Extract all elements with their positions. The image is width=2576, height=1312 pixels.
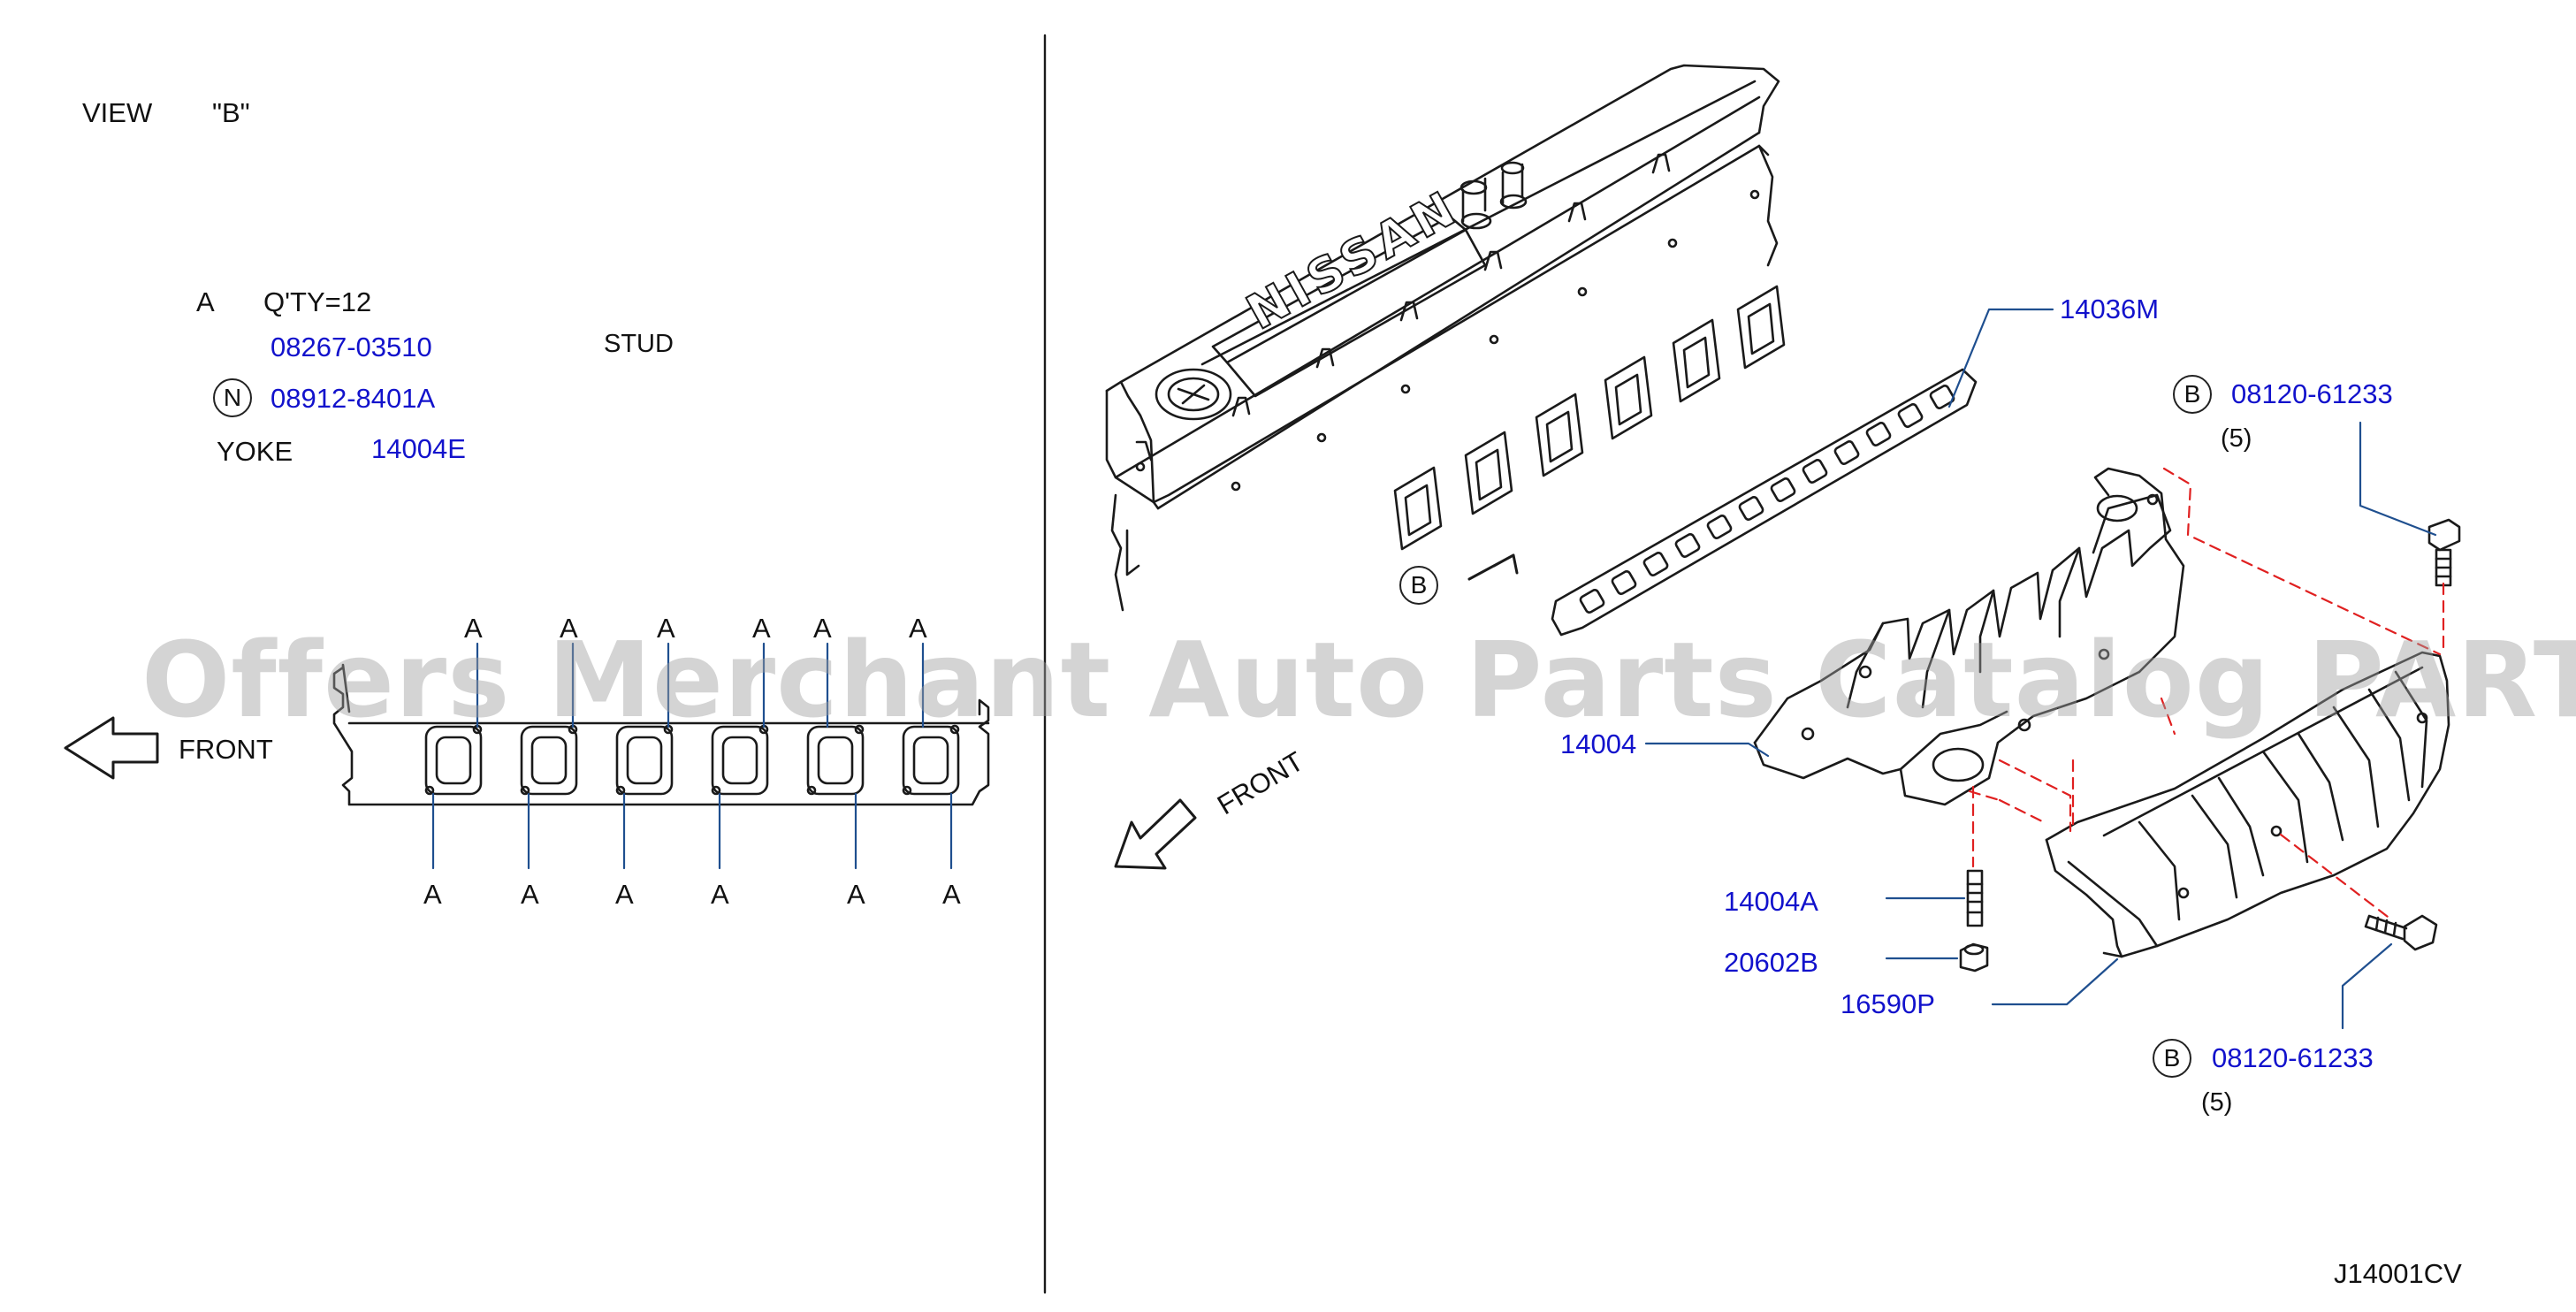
legend-stud-word: STUD xyxy=(604,330,674,358)
bolt-top-qty: (5) xyxy=(2221,424,2252,453)
heat-shield xyxy=(2045,651,2450,958)
callout-gasket[interactable]: 14036M xyxy=(2060,294,2160,324)
head-port xyxy=(1736,285,1786,370)
b-symbol-bolt-bottom: B xyxy=(2153,1039,2191,1078)
callout-nut[interactable]: 20602B xyxy=(1724,947,1818,978)
legend-letter: A xyxy=(196,286,215,317)
front-arrow-left xyxy=(64,716,159,780)
callout-leaders xyxy=(1644,308,2437,1030)
head-port xyxy=(1672,318,1721,403)
view-b-port-gasket xyxy=(424,724,483,796)
diagram-code: J14001CV xyxy=(2334,1258,2462,1289)
head-exhaust-ports xyxy=(1393,285,1786,551)
head-port xyxy=(1535,393,1584,477)
exhaust-manifold xyxy=(1753,467,2185,806)
legend-stud-part[interactable]: 08267-03510 xyxy=(271,332,432,362)
a-label-top: A xyxy=(657,613,675,644)
legend-qty: Q'TY=12 xyxy=(263,286,372,317)
a-label-top: A xyxy=(909,613,927,644)
view-label: VIEW xyxy=(82,97,153,128)
a-label-top: A xyxy=(464,613,483,644)
legend-yoke-part[interactable]: 14004E xyxy=(371,433,466,464)
b-symbol-bolt-top: B xyxy=(2173,375,2212,414)
stud-part xyxy=(1966,869,1984,927)
front-arrow-right xyxy=(1114,798,1197,870)
watermark: Offers Merchant Auto Parts Catalog PARTS… xyxy=(141,619,2576,741)
callout-bolt-top[interactable]: 08120-61233 xyxy=(2231,378,2393,409)
front-label-left: FRONT xyxy=(179,734,273,765)
bolt-bottom xyxy=(2364,914,2438,951)
legend-yoke-word: YOKE xyxy=(217,436,293,467)
view-b-port-gasket xyxy=(902,724,960,796)
callout-bolt-bottom[interactable]: 08120-61233 xyxy=(2212,1042,2374,1073)
rocker-cover xyxy=(1105,64,1780,510)
view-b-port-gasket xyxy=(806,724,865,796)
head-port xyxy=(1604,355,1653,440)
view-b-leader-lines xyxy=(431,642,953,870)
a-label-bottom: A xyxy=(711,879,729,910)
exhaust-manifold-gasket xyxy=(1551,368,1978,637)
callout-manifold[interactable]: 14004 xyxy=(1560,728,1637,759)
a-label-bottom: A xyxy=(847,879,865,910)
a-label-top: A xyxy=(813,613,832,644)
assembly-dashed-lines xyxy=(1968,467,2445,921)
cylinder-head xyxy=(1110,144,1779,612)
b-symbol-view: B xyxy=(1399,566,1438,605)
view-b-arrow xyxy=(1467,553,1519,581)
n-symbol: N xyxy=(213,378,252,417)
head-port xyxy=(1393,466,1443,551)
a-label-top: A xyxy=(752,613,771,644)
head-port xyxy=(1464,431,1513,515)
legend-n-part[interactable]: 08912-8401A xyxy=(271,383,436,414)
view-b-port-gasket xyxy=(711,724,769,796)
view-b-port-gaskets xyxy=(424,724,960,796)
bolt-top xyxy=(2427,518,2461,587)
callout-heat-shield[interactable]: 16590P xyxy=(1841,988,1935,1019)
a-label-bottom: A xyxy=(615,879,634,910)
callout-stud[interactable]: 14004A xyxy=(1724,886,1818,917)
view-name: "B" xyxy=(212,97,250,128)
a-label-bottom: A xyxy=(423,879,442,910)
nut-part xyxy=(1959,942,1989,973)
a-label-bottom: A xyxy=(942,879,961,910)
a-label-top: A xyxy=(560,613,578,644)
bolt-bottom-qty: (5) xyxy=(2201,1088,2233,1117)
a-label-bottom: A xyxy=(521,879,539,910)
